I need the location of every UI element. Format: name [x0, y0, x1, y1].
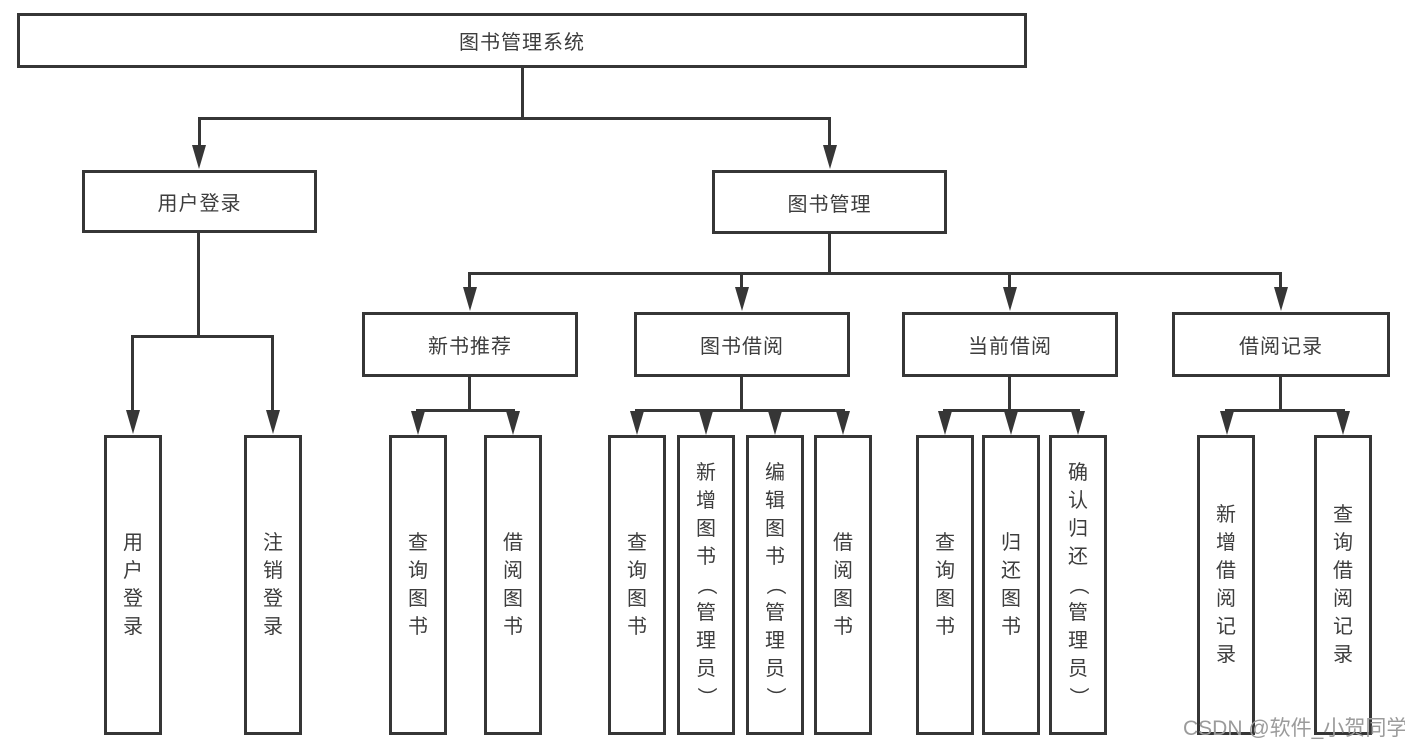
arrow-down-new-book: [463, 287, 477, 311]
connector-shaft-new-book: [468, 272, 471, 288]
connector-current-borrowing-stem: [1008, 377, 1011, 412]
leaf-borrow-books-1: 借阅图书: [484, 435, 542, 735]
connector-user-login-stem: [197, 233, 200, 337]
node-label: 用户登录: [123, 532, 143, 638]
node-label: 图书管理: [787, 193, 872, 216]
arrow-down-query-books-2: [630, 411, 644, 435]
arrow-down-query-books-3: [938, 411, 952, 435]
node-label: 注销登录: [263, 532, 283, 638]
connector-shaft-user-login: [198, 117, 201, 147]
leaf-logout: 注销登录: [244, 435, 302, 735]
arrow-down-logout-leaf: [266, 410, 280, 434]
node-label: 图书管理系统: [459, 32, 585, 54]
node-borrowing-records: 借阅记录: [1172, 312, 1390, 377]
arrow-down-edit-books: [768, 411, 782, 435]
connector-borrow-records-stem: [1279, 377, 1282, 412]
arrow-down-query-books-1: [411, 411, 425, 435]
leaf-query-books-2: 查询图书: [608, 435, 666, 735]
leaf-query-books-1: 查询图书: [389, 435, 447, 735]
leaf-edit-books-admin: 编辑图书（管理员）: [746, 435, 804, 735]
connector-rail-borrow-records: [1225, 409, 1345, 412]
connector-shaft-current-borrowing: [1008, 272, 1011, 288]
node-label: 用户登录: [157, 193, 242, 215]
node-book-management: 图书管理: [712, 170, 947, 234]
watermark-text: CSDN @软件_小贺同学: [1183, 717, 1405, 740]
connector-book-management-stem: [828, 234, 831, 275]
arrow-down-login-leaf: [126, 410, 140, 434]
leaf-query-borrow-record: 查询借阅记录: [1314, 435, 1372, 735]
node-label: 当前借阅: [968, 336, 1052, 358]
arrow-down-add-borrow-record: [1220, 411, 1234, 435]
node-label: 新增图书（管理员）: [695, 462, 717, 707]
leaf-user-login: 用户登录: [104, 435, 162, 735]
arrow-down-borrow-books-1: [506, 411, 520, 435]
arrow-down-confirm-return: [1071, 411, 1085, 435]
leaf-add-borrow-record: 新增借阅记录: [1197, 435, 1255, 735]
node-label: 查询图书: [627, 532, 647, 638]
node-new-book-recommendation: 新书推荐: [362, 312, 578, 377]
node-label: 查询借阅记录: [1333, 504, 1353, 666]
node-label: 借阅图书: [833, 532, 853, 638]
arrow-down-query-borrow-record: [1336, 411, 1350, 435]
node-label: 借阅图书: [503, 532, 523, 638]
node-library-management-system: 图书管理系统: [17, 13, 1027, 68]
node-label: 编辑图书（管理员）: [764, 462, 786, 707]
arrow-down-user-login: [192, 145, 206, 169]
arrow-down-return-books: [1004, 411, 1018, 435]
node-user-login: 用户登录: [82, 170, 317, 233]
connector-rail-book-borrowing: [635, 409, 845, 412]
node-label: 新书推荐: [428, 336, 512, 358]
connector-shaft-logout-leaf: [271, 335, 274, 411]
node-label: 图书借阅: [700, 336, 784, 358]
node-label: 新增借阅记录: [1216, 504, 1236, 666]
leaf-confirm-return-admin: 确认归还（管理员）: [1049, 435, 1107, 735]
arrow-down-borrow-records: [1274, 287, 1288, 311]
connector-rail-user-login: [131, 335, 273, 338]
node-label: 查询图书: [408, 532, 428, 638]
node-label: 借阅记录: [1239, 336, 1323, 358]
connector-shaft-login-leaf: [131, 335, 134, 411]
connector-root-stem: [521, 68, 524, 119]
leaf-query-books-3: 查询图书: [916, 435, 974, 735]
connector-shaft-book-borrowing: [740, 272, 743, 288]
leaf-borrow-books-2: 借阅图书: [814, 435, 872, 735]
arrow-down-add-books: [699, 411, 713, 435]
arrow-down-current-borrowing: [1003, 287, 1017, 311]
arrow-down-book-borrowing: [735, 287, 749, 311]
connector-rail-level3: [468, 272, 1282, 275]
node-label: 查询图书: [935, 532, 955, 638]
node-label: 归还图书: [1001, 532, 1021, 638]
arrow-down-book-management: [823, 145, 837, 169]
connector-rail-new-book: [416, 409, 515, 412]
connector-new-book-stem: [468, 377, 471, 412]
leaf-return-books: 归还图书: [982, 435, 1040, 735]
connector-shaft-borrow-records: [1279, 272, 1282, 288]
node-current-borrowing: 当前借阅: [902, 312, 1118, 377]
leaf-add-books-admin: 新增图书（管理员）: [677, 435, 735, 735]
arrow-down-borrow-books-2: [836, 411, 850, 435]
node-book-borrowing: 图书借阅: [634, 312, 850, 377]
node-label: 确认归还（管理员）: [1067, 462, 1089, 707]
connector-book-borrowing-stem: [740, 377, 743, 412]
connector-rail-level2: [198, 117, 831, 120]
connector-shaft-book-management: [828, 117, 831, 147]
connector-rail-current-borrowing: [943, 409, 1080, 412]
